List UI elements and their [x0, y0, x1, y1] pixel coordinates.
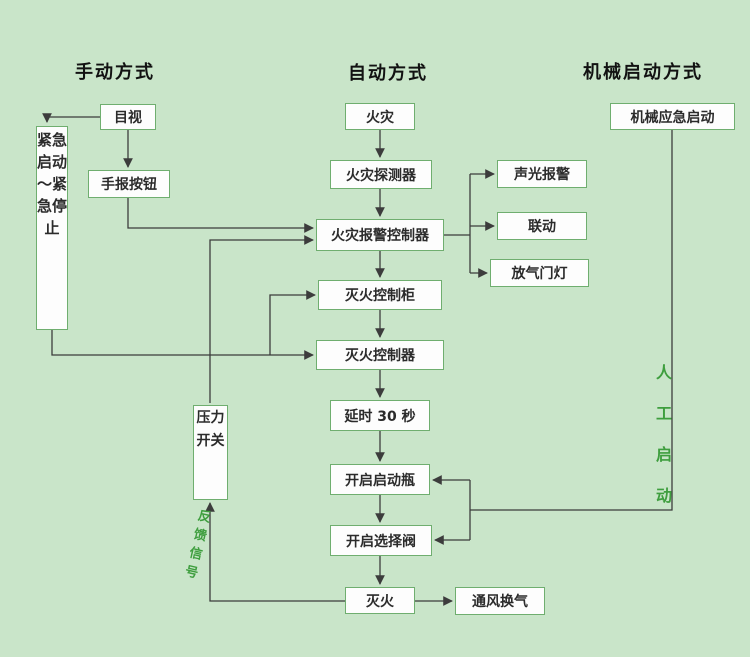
node-emergency-start-stop: 紧急启动～紧急停止	[36, 126, 68, 330]
node-delay-30s: 延时 30 秒	[330, 400, 430, 431]
node-pressure-switch: 压力开关	[193, 405, 228, 500]
edge-manual-button-to-controller	[127, 198, 314, 233]
node-extinguishing-controller: 灭火控制器	[316, 340, 444, 370]
node-extinguishing-cabinet: 灭火控制柜	[318, 280, 442, 310]
node-open-select-valve: 开启选择阀	[330, 525, 432, 556]
node-manual-alarm-button: 手报按钮	[88, 170, 170, 198]
edge-feedback	[205, 502, 345, 602]
edge-pressure-to-controller	[209, 235, 314, 403]
header-auto-mode: 自动方式	[348, 63, 428, 84]
node-extinguish: 灭火	[345, 587, 415, 614]
node-linkage: 联动	[497, 212, 587, 240]
node-fire-alarm-controller: 火灾报警控制器	[316, 219, 444, 251]
node-mechanical-emergency-start: 机械应急启动	[610, 103, 735, 130]
node-gas-release-door-light: 放气门灯	[490, 259, 589, 287]
node-fire: 火灾	[345, 103, 415, 130]
node-sound-light-alarm: 声光报警	[497, 160, 587, 188]
header-mechanical-mode: 机械启动方式	[583, 62, 703, 83]
header-manual-mode: 手动方式	[75, 62, 155, 83]
node-visual-check: 目视	[100, 104, 156, 130]
node-open-start-bottle: 开启启动瓶	[330, 464, 430, 495]
edge-emergency-to-ext-controller	[51, 330, 314, 360]
edge-emergency-branch-to-cabinet	[269, 290, 316, 355]
node-ventilation: 通风换气	[455, 587, 545, 615]
node-fire-detector: 火灾探测器	[330, 160, 432, 189]
label-feedback-signal: 反馈信号	[183, 508, 213, 582]
label-manual-start: 人工启动	[655, 363, 672, 505]
edge-visual-to-emergency	[42, 113, 100, 123]
